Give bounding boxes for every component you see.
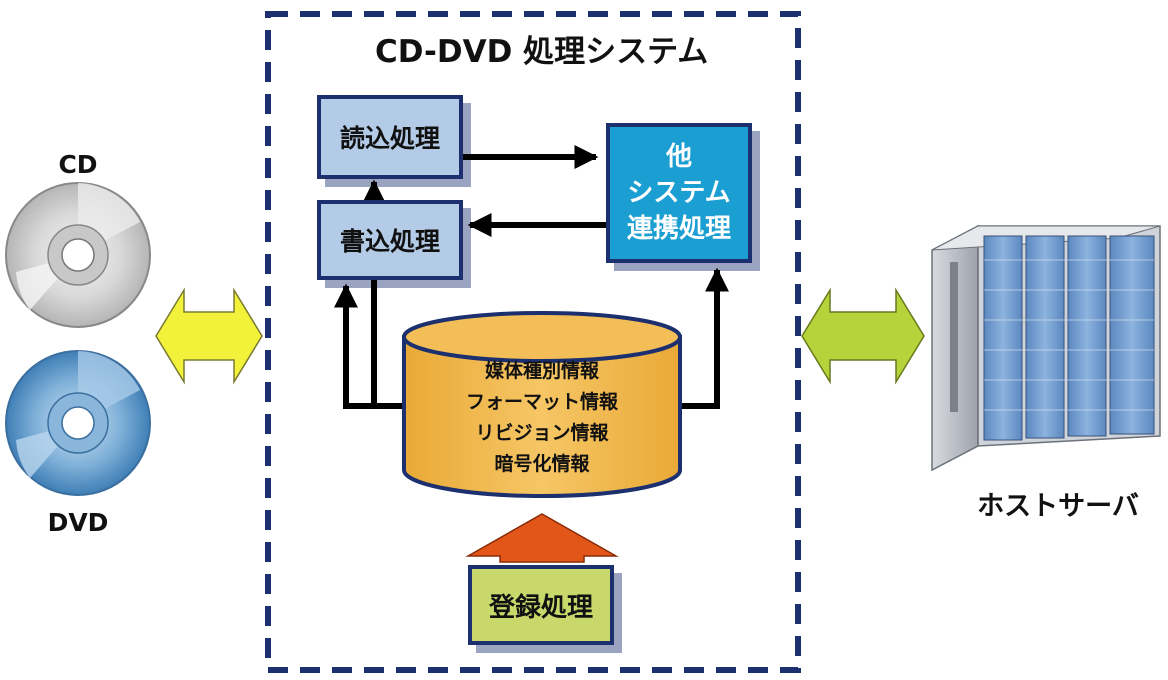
write-process-box: 書込処理 <box>317 200 463 280</box>
register-arrow <box>465 513 619 563</box>
other-system-line1: 他 <box>665 142 692 172</box>
database-line-media-type: 媒体種別情報 <box>484 360 599 382</box>
database-info-list: 媒体種別情報 フォーマット情報 リビジョン情報 暗号化情報 <box>404 356 680 480</box>
db-to-other-arrow <box>676 267 729 409</box>
system-title: CD-DVD 処理システム <box>375 34 709 70</box>
write-process-label: 書込処理 <box>339 227 440 256</box>
dvd-disc-icon <box>5 350 151 496</box>
read-process-label: 読込処理 <box>339 124 440 153</box>
system-boundary <box>265 11 801 673</box>
server-label: ホストサーバ <box>977 491 1139 522</box>
other-system-line2: システム <box>627 178 731 208</box>
read-process-box: 読込処理 <box>317 95 463 179</box>
other-system-line3: 連携処理 <box>626 214 731 244</box>
cd-disc-icon <box>5 182 151 328</box>
db-to-write-arrow <box>334 283 410 409</box>
info-database <box>402 311 682 498</box>
db-write-connector <box>371 280 410 409</box>
register-process-box: 登録処理 <box>468 565 614 645</box>
server-rack-icon <box>931 224 1161 472</box>
other-system-box: 他 システム 連携処理 <box>606 123 752 263</box>
database-line-encryption: 暗号化情報 <box>494 453 590 475</box>
dvd-label: DVD <box>47 508 109 537</box>
media-exchange-arrow <box>155 287 263 385</box>
server-exchange-arrow <box>801 287 925 385</box>
database-line-revision: リビジョン情報 <box>475 422 609 444</box>
database-line-format: フォーマット情報 <box>465 391 618 413</box>
cd-label: CD <box>58 150 98 179</box>
register-process-label: 登録処理 <box>488 592 593 623</box>
